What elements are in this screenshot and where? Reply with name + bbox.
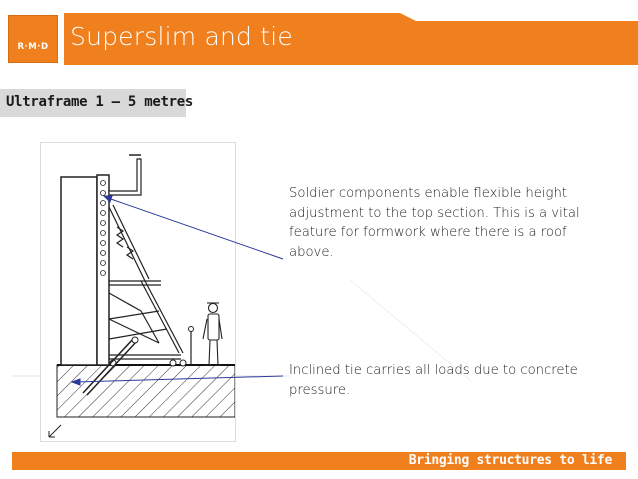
- footer-tagline: Bringing structures to life: [408, 453, 613, 468]
- worker-figure: [202, 302, 223, 366]
- title-band: [64, 13, 638, 65]
- tie-caption: Inclined tie carries all loads due to co…: [289, 363, 578, 398]
- footer-bar: [12, 452, 626, 470]
- soldier-caption: Soldier components enable flexible heigh…: [289, 186, 580, 260]
- rmd-logo: [8, 15, 58, 63]
- header-bar: [0, 13, 638, 65]
- ground-hatch: [56, 364, 236, 418]
- subtitle-band: [0, 89, 186, 117]
- logo-text: R·M·D: [17, 42, 49, 52]
- soldier-column: [96, 174, 110, 366]
- drawing-svg: [48, 154, 236, 438]
- page-title: Superslim and tie: [70, 22, 293, 51]
- concrete-wall: [60, 176, 98, 366]
- subtitle-text: Ultraframe 1 – 5 metres: [6, 94, 193, 110]
- formwork-drawing: [40, 142, 236, 442]
